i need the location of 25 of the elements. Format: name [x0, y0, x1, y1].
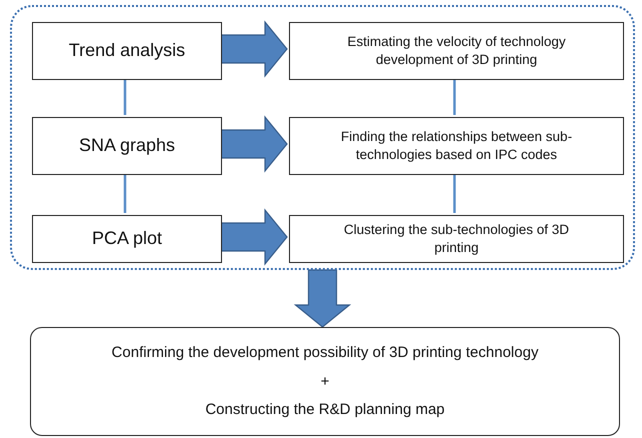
box-text: Confirming the development possibility of 3D printing technology [112, 343, 538, 363]
box-text: SNA graphs [78, 134, 176, 158]
process-box [289, 117, 624, 175]
connector-line [124, 78, 126, 115]
box-text: Finding the relationships between sub-technologies based on IPC codes [340, 128, 574, 164]
box-text: PCA plot [92, 227, 162, 250]
block-arrow [219, 115, 288, 173]
result-box [30, 327, 620, 436]
block-arrow [219, 208, 288, 266]
box-text: Clustering the sub-technologies of 3D printing [342, 221, 570, 257]
process-box [32, 215, 222, 263]
dotted-group-frame [10, 5, 635, 270]
box-text: Constructing the R&D planning map [205, 400, 445, 420]
block-arrow [294, 269, 352, 328]
box-text: Estimating the velocity of technology development of 3D printing [346, 33, 567, 69]
connector-line [453, 78, 456, 115]
box-text: + [320, 372, 330, 392]
box-text: Trend analysis [68, 39, 186, 62]
process-box [32, 117, 222, 175]
process-box [289, 215, 624, 263]
process-box [32, 22, 222, 80]
block-arrow [219, 20, 288, 78]
connector-line [124, 173, 126, 213]
process-box [289, 22, 624, 80]
connector-line [453, 173, 456, 213]
